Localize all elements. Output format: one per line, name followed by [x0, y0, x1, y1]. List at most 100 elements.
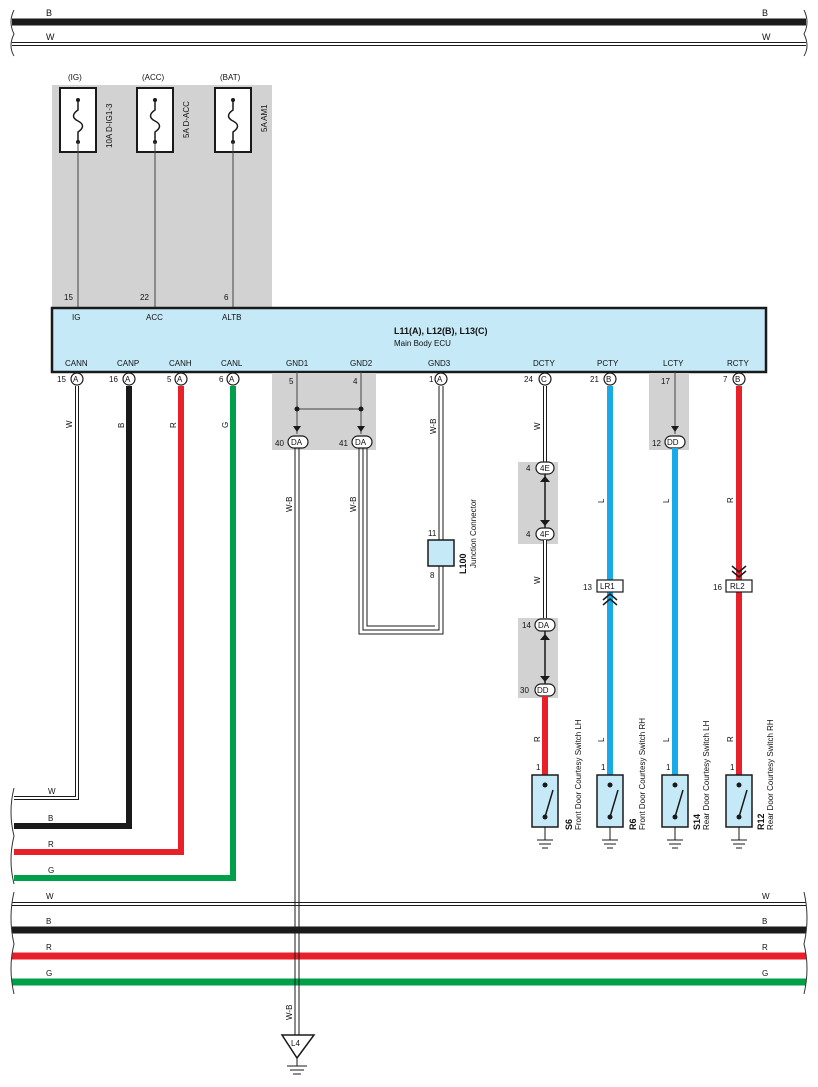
switch-r12-name: Rear Door Courtesy Switch RH — [766, 719, 775, 830]
fuse-name-am1: 5A AM1 — [260, 104, 269, 132]
fuse-pin-22: 22 — [140, 293, 149, 302]
dcty-conn-4f: 4F — [540, 530, 549, 539]
pin-num-dcty: 24 — [524, 375, 533, 384]
lcty-circuit: 17 12 DD L L — [652, 372, 686, 775]
pcty-conn-lr1: LR1 — [600, 582, 615, 591]
pin-label-canp: CANP — [117, 359, 139, 368]
junction-id: L100 — [458, 553, 468, 574]
dcty-conn-4e: 4E — [540, 464, 550, 473]
dcty-conn-dd: DD — [537, 686, 549, 695]
switch-r12-pin: 1 — [730, 763, 735, 772]
lcty-pin: 17 — [661, 377, 670, 386]
junction-pin-8: 8 — [430, 571, 435, 580]
dcty-conn-pin-4f: 4 — [526, 530, 531, 539]
pin-num-rcty: 7 — [723, 375, 728, 384]
gnd1-pin: 5 — [289, 377, 294, 386]
wire-label-cann: W — [65, 420, 74, 428]
fuse-d-acc: (ACC) 5A D-ACC 22 — [136, 73, 191, 308]
bottom-bus-r-label: R — [46, 943, 52, 952]
rcty-circuit: R R 16 RL2 — [713, 386, 753, 775]
pin-label-canl: CANL — [221, 359, 243, 368]
ecu-connector-ids: L11(A), L12(B), L13(C) — [394, 326, 488, 336]
wire-label-rcty-r2: R — [726, 736, 735, 742]
gnd-conn-da-2: DA — [355, 438, 367, 447]
bottom-bus-w-label: W — [46, 892, 54, 901]
gnd-conn-pin-40: 40 — [275, 439, 284, 448]
switch-r6-pin: 1 — [601, 763, 606, 772]
switch-s6-id: S6 — [564, 819, 574, 830]
bottom-bus: W W B B R R G G — [10, 891, 808, 995]
wire-label-wb-1: W-B — [285, 497, 294, 512]
ecu-name: Main Body ECU — [394, 339, 451, 348]
junction-connector — [427, 539, 455, 567]
gnd2-pin: 4 — [353, 377, 358, 386]
pin-conn-dcty: C — [541, 375, 547, 384]
bottom-bus-g-label: G — [46, 969, 52, 978]
bottom-bus-b-label-right: B — [762, 917, 767, 926]
wire-label-canp-h: B — [48, 814, 53, 823]
wire-label-canh-h: R — [48, 840, 54, 849]
pin-conn-pcty: B — [606, 375, 611, 384]
ecu-terminal-altb: ALTB — [222, 313, 241, 322]
fuse-source-bat: (BAT) — [220, 73, 241, 82]
pin-conn-canl: A — [229, 375, 235, 384]
switch-r6-id: R6 — [628, 818, 638, 830]
switch-r6-name: Front Door Courtesy Switch RH — [638, 718, 647, 830]
wire-label-lcty-l2: L — [662, 737, 671, 742]
pin-label-lcty: LCTY — [663, 359, 684, 368]
wire-label-canp: B — [117, 423, 126, 428]
pin-conn-canh: A — [177, 375, 183, 384]
pcty-conn-pin: 13 — [583, 583, 592, 592]
fuse-pin-15: 15 — [64, 293, 73, 302]
rcty-conn-pin: 16 — [713, 583, 722, 592]
pin-label-cann: CANN — [65, 359, 88, 368]
dcty-conn-pin-14: 14 — [522, 621, 531, 630]
dcty-circuit: W 4 4E 4 4F W 14 DA 30 DD R — [520, 386, 556, 775]
pcty-circuit: L L 13 LR1 — [583, 386, 624, 775]
switch-s14-name: Rear Door Courtesy Switch LH — [702, 720, 711, 830]
ground-point-l4: L4 — [291, 1039, 300, 1048]
wire-label-dcty-w1: W — [533, 422, 542, 430]
wire-label-lcty-l1: L — [662, 498, 671, 503]
wire-label-wb-3: W-B — [429, 419, 438, 434]
fuse-name-d-ig1-3: 10A D-IG1-3 — [105, 103, 114, 148]
switch-s14-pin: 1 — [666, 763, 671, 772]
pin-conn-cann: A — [73, 375, 79, 384]
wire-label-cann-h: W — [48, 787, 56, 796]
wire-label-wb-4: W-B — [285, 1005, 294, 1020]
lcty-conn-pin: 12 — [652, 439, 661, 448]
wire-label-rcty-r1: R — [726, 497, 735, 503]
switch-r6: 1 R6 Front Door Courtesy Switch RH — [596, 718, 647, 849]
ecu-terminal-acc: ACC — [146, 313, 163, 322]
fuse-name-d-acc: 5A D-ACC — [182, 101, 191, 138]
wire-label-wb-2: W-B — [349, 497, 358, 512]
fuse-am1: (BAT) 5A AM1 6 — [214, 73, 269, 308]
pin-num-canp: 16 — [109, 375, 118, 384]
wire-label-dcty-r: R — [533, 736, 542, 742]
bottom-bus-w-label-right: W — [762, 892, 770, 901]
top-bus-w-label-right: W — [762, 32, 771, 42]
pin-label-rcty: RCTY — [727, 359, 749, 368]
main-body-ecu: IG ACC ALTB L11(A), L12(B), L13(C) Main … — [50, 306, 768, 374]
dcty-conn-da: DA — [538, 621, 550, 630]
fuse-d-ig1-3: (IG) 10A D-IG1-3 15 — [59, 73, 114, 308]
dcty-conn-pin-30: 30 — [520, 686, 529, 695]
bottom-bus-r-label-right: R — [762, 943, 768, 952]
top-bus-b-label: B — [46, 8, 52, 18]
pin-num-canl: 6 — [219, 375, 224, 384]
pin-num-gnd3: 1 — [429, 375, 434, 384]
pin-label-gnd1: GND1 — [286, 359, 309, 368]
wire-label-pcty-l1: L — [597, 498, 606, 503]
gnd-conn-da-1: DA — [291, 438, 303, 447]
top-bus: B B W W — [10, 8, 808, 57]
pin-label-canh: CANH — [169, 359, 192, 368]
top-bus-w-label: W — [46, 32, 55, 42]
bottom-bus-g-label-right: G — [762, 969, 768, 978]
gnd-conn-pin-41: 41 — [339, 439, 348, 448]
pin-num-pcty: 21 — [590, 375, 599, 384]
fuse-source-acc: (ACC) — [142, 73, 165, 82]
fuse-pin-6: 6 — [224, 293, 229, 302]
pin-num-canh: 5 — [167, 375, 172, 384]
switch-s14-id: S14 — [692, 814, 702, 830]
pin-label-gnd3: GND3 — [428, 359, 451, 368]
